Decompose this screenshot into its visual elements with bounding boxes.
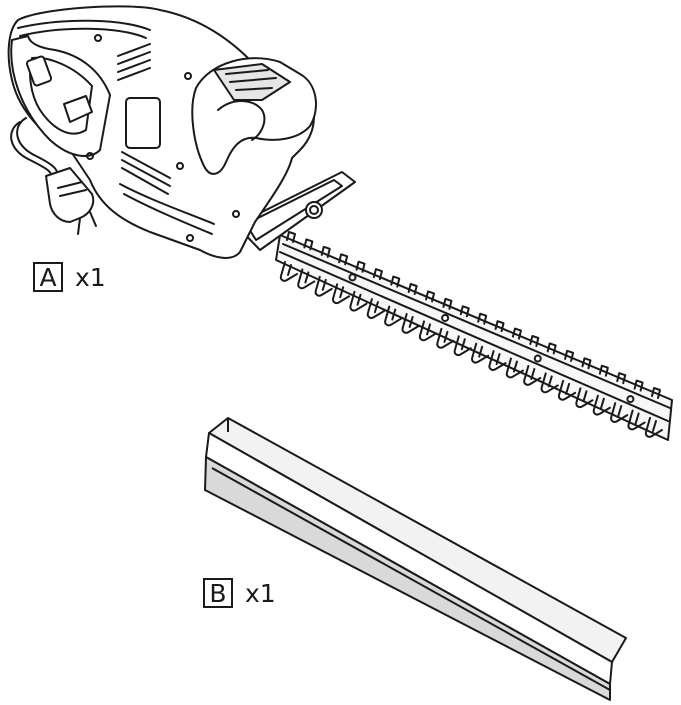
part-letter-b: B — [203, 578, 233, 608]
hedge-trimmer-icon — [7, 5, 673, 441]
blade-tooth-top — [372, 268, 383, 281]
blade-tooth — [314, 275, 333, 297]
blade-tooth-top — [616, 372, 627, 385]
blade-tooth — [523, 365, 542, 386]
blade-tooth — [557, 379, 577, 401]
blade-rivet — [626, 395, 635, 404]
blade-tooth-top — [355, 260, 366, 273]
blade-tooth — [627, 409, 646, 431]
blade-tooth-top — [390, 275, 401, 288]
blade-tooth — [418, 320, 438, 342]
part-label-b: B x1 — [203, 578, 276, 608]
part-quantity-b: x1 — [245, 578, 276, 608]
blade-tooth — [471, 342, 490, 364]
blade-tooth-top — [494, 320, 505, 333]
front-guard — [235, 171, 356, 251]
blade-rivet — [441, 313, 450, 322]
blade-tooth-top — [529, 335, 540, 347]
blade-tooth — [592, 394, 611, 416]
vent-slots — [117, 43, 171, 195]
blade-tooth-top — [407, 283, 418, 295]
blade-tooth — [436, 327, 455, 349]
blade-tooth — [540, 372, 559, 394]
power-plug — [45, 167, 95, 223]
blade-tooth-top — [651, 387, 661, 399]
blade-cover-icon — [204, 417, 627, 701]
blade-tooth — [453, 335, 472, 357]
blade-tooth-top — [564, 349, 575, 362]
blade-tooth — [644, 417, 663, 438]
blade-tooth — [575, 387, 594, 409]
blade-tooth — [401, 313, 420, 334]
front-handle — [191, 57, 317, 175]
blade-tooth-top — [286, 231, 296, 243]
blade-tooth-top — [477, 312, 488, 325]
blade-tooth-top — [338, 253, 349, 266]
blade-tooth-top — [303, 238, 314, 251]
blade-tooth — [279, 261, 298, 282]
part-label-a: A x1 — [33, 262, 106, 292]
blade-tooth — [610, 402, 629, 423]
part-quantity-a: x1 — [75, 262, 106, 292]
part-letter-a: A — [33, 262, 63, 292]
blade-rivet — [533, 354, 542, 363]
blade-tooth-top — [581, 357, 592, 370]
blade-tooth-top — [633, 379, 644, 392]
blade-tooth-top — [425, 290, 436, 303]
blade-tooth — [366, 298, 385, 319]
blade-tooth — [505, 357, 524, 379]
blade-tooth-top — [598, 364, 609, 377]
blade-tooth-top — [546, 342, 557, 355]
trimmer-blade — [275, 231, 673, 441]
blade-tooth-top — [511, 327, 522, 340]
blade-tooth-top — [442, 297, 453, 310]
blade-rivet — [348, 273, 357, 282]
blade-tooth-top — [459, 305, 470, 318]
blade-tooth-top — [320, 245, 331, 258]
blade-tooth — [331, 283, 351, 305]
blade-tooth — [488, 350, 507, 371]
blade-tooth — [384, 305, 403, 327]
blade-tooth — [297, 268, 316, 290]
blade-tooth — [349, 290, 368, 312]
